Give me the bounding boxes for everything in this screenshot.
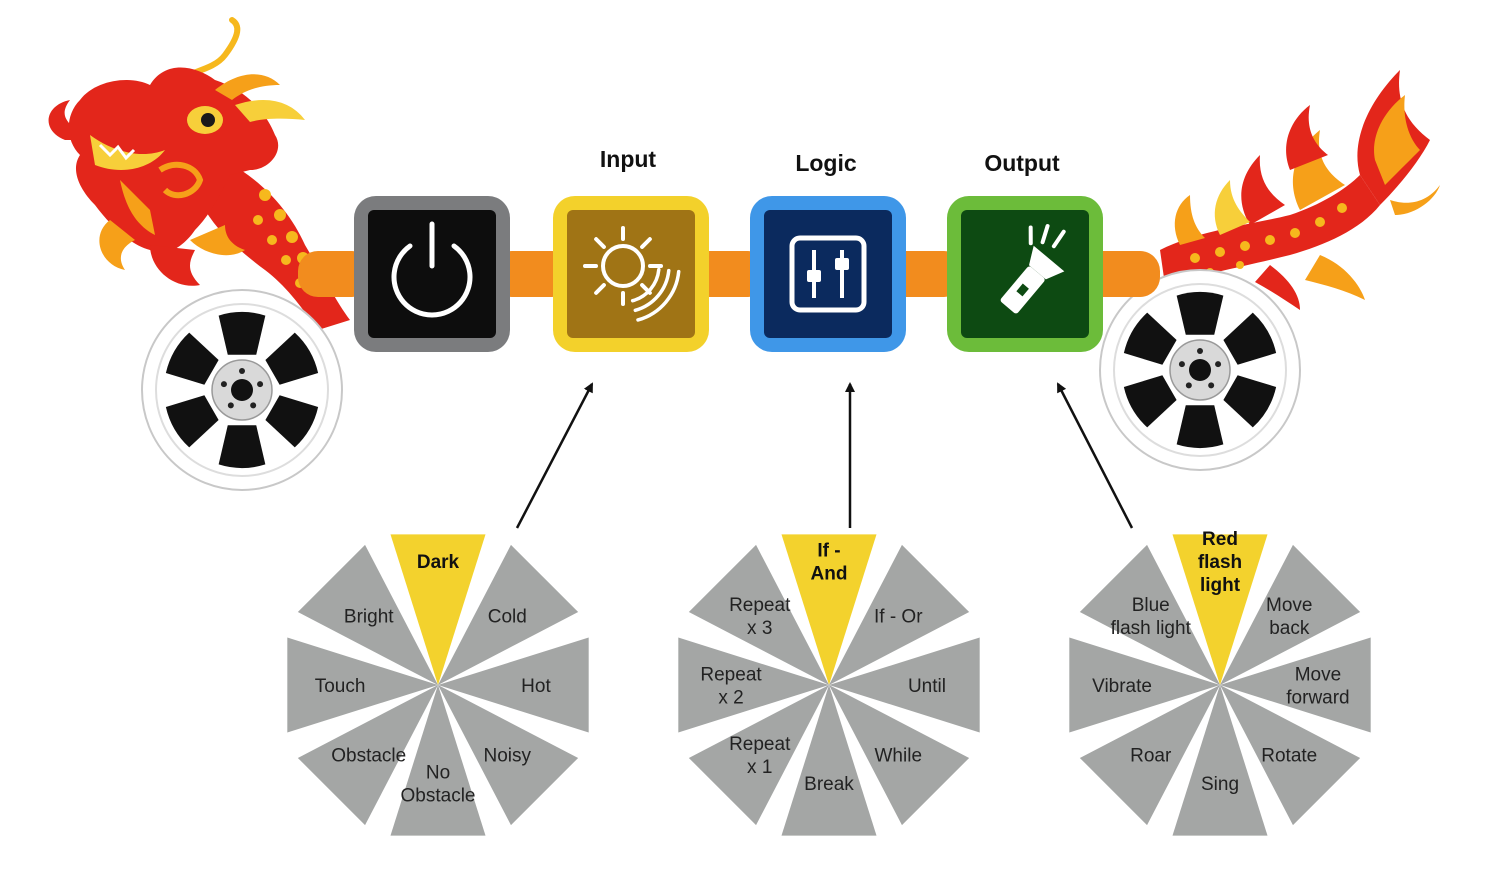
logic-header: Logic [795, 150, 857, 176]
output-option-label: Red [1202, 529, 1238, 550]
output-selector-wheel[interactable]: RedflashlightMovebackMoveforwardRotateSi… [1069, 529, 1371, 836]
output-option-label: Move [1266, 595, 1312, 616]
logic-option-until[interactable]: Until [829, 637, 980, 733]
output-option-label: light [1200, 575, 1241, 596]
logic-option-label: x 1 [747, 757, 772, 778]
logic-option-label: Repeat [700, 665, 762, 686]
logic-option-label: Until [908, 676, 946, 697]
input-option-label: Obstacle [401, 785, 476, 806]
output-option-roar[interactable]: Roar [1079, 685, 1220, 826]
input-option-label: Hot [521, 676, 551, 697]
output-option-sing[interactable]: Sing [1172, 685, 1268, 836]
right-car-wheel-icon [1099, 269, 1301, 471]
left-car-wheel-icon-hub-icon [231, 379, 253, 401]
output-option-label: Vibrate [1092, 676, 1152, 697]
input-option-label: Dark [417, 552, 460, 573]
logic-option-label: Repeat [729, 734, 791, 755]
logic-block[interactable] [750, 196, 906, 352]
output-option-rotate[interactable]: Rotate [1220, 685, 1361, 826]
input-option-hot[interactable]: Hot [438, 637, 589, 733]
right-car-wheel-icon-hub-icon [1189, 359, 1211, 381]
output-option-label: Rotate [1261, 745, 1317, 766]
input-option-bright[interactable]: Bright [297, 544, 438, 685]
power-icon [391, 221, 473, 318]
output-option-label: forward [1286, 688, 1349, 709]
input-option-label: Obstacle [331, 745, 406, 766]
arrow-output [1056, 382, 1134, 529]
input-option-obstacle[interactable]: Obstacle [297, 685, 438, 826]
output-option-label: flash [1198, 552, 1242, 573]
left-car-wheel-icon [141, 289, 343, 491]
logic-option-label: x 2 [718, 688, 743, 709]
input-option-touch[interactable]: Touch [287, 637, 438, 733]
logic-option-label: And [811, 564, 848, 585]
logic-option-while[interactable]: While [829, 685, 970, 826]
output-block[interactable] [947, 196, 1103, 352]
input-option-dark[interactable]: Dark [390, 534, 486, 685]
connector-1 [298, 251, 372, 297]
output-option-vibrate[interactable]: Vibrate [1069, 637, 1220, 733]
sun-sensor-icon [583, 226, 681, 322]
output-option-label: flash light [1111, 618, 1192, 639]
logic-option-break[interactable]: Break [781, 685, 877, 836]
input-option-label: Bright [344, 607, 394, 628]
flashlight-icon [1000, 224, 1066, 314]
arrow-input [515, 382, 594, 529]
dragon-tail-illustration [1160, 70, 1440, 310]
logic-option-if-or[interactable]: If - Or [829, 544, 970, 685]
connector-2 [492, 251, 572, 297]
output-option-label: Sing [1201, 774, 1239, 795]
logic-option-label: Repeat [729, 595, 791, 616]
input-option-noisy[interactable]: Noisy [438, 685, 579, 826]
input-header: Input [600, 146, 657, 172]
logic-option-label: x 3 [747, 618, 772, 639]
input-block[interactable] [553, 196, 709, 352]
logic-option-label: If - Or [874, 607, 923, 628]
input-option-label: No [426, 762, 450, 783]
input-option-label: Touch [315, 676, 366, 697]
input-option-label: Cold [488, 607, 527, 628]
output-option-label: Move [1295, 665, 1341, 686]
output-option-label: back [1269, 618, 1310, 639]
output-option-label: Blue [1132, 595, 1170, 616]
logic-option-if-and[interactable]: If -And [781, 534, 877, 685]
power-block[interactable] [354, 196, 510, 352]
logic-option-label: While [875, 745, 923, 766]
output-option-label: Roar [1130, 745, 1172, 766]
input-option-cold[interactable]: Cold [438, 544, 579, 685]
input-option-label: Noisy [484, 745, 532, 766]
logic-option-label: Break [804, 774, 854, 795]
input-selector-wheel[interactable]: DarkColdHotNoisyNoObstacleObstacleTouchB… [287, 534, 589, 836]
logic-option-label: If - [817, 541, 840, 562]
output-header: Output [984, 150, 1060, 176]
sliders-icon [789, 235, 867, 313]
